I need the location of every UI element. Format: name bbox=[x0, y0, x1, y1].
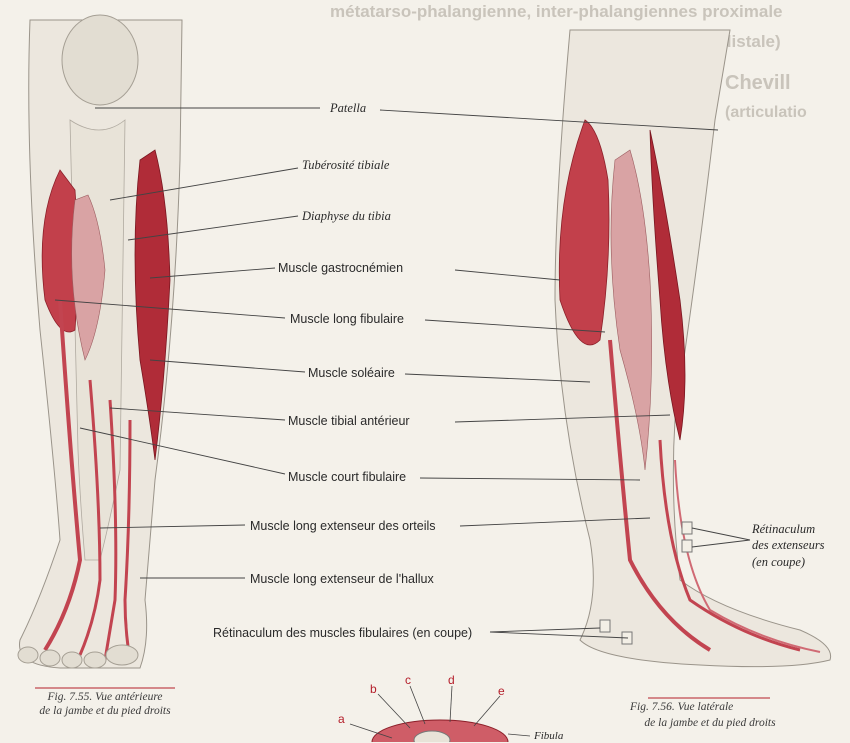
inset-key-d: d bbox=[448, 673, 455, 687]
label-tuberosite-tibiale: Tubérosité tibiale bbox=[302, 158, 389, 172]
label-fibula: Fibula bbox=[534, 729, 563, 743]
label-muscle-court-fibulaire: Muscle court fibulaire bbox=[288, 470, 406, 484]
inset-key-b: b bbox=[370, 682, 377, 696]
caption-fig-7-56-line2: de la jambe et du pied droits bbox=[630, 716, 790, 730]
label-muscle-long-extenseur-orteils: Muscle long extenseur des orteils bbox=[250, 519, 436, 533]
caption-fig-7-55-line2: de la jambe et du pied droits bbox=[30, 704, 180, 718]
label-muscle-soleaire: Muscle soléaire bbox=[308, 366, 395, 380]
label-muscle-gastrocnemien: Muscle gastrocnémien bbox=[278, 261, 403, 275]
inset-key-e: e bbox=[498, 684, 505, 698]
inset-key-a: a bbox=[338, 712, 345, 726]
label-retinaculum-extenseurs-1: Rétinaculum bbox=[752, 522, 815, 536]
label-retinaculum-extenseurs-3: (en coupe) bbox=[752, 555, 805, 569]
label-muscle-long-extenseur-hallux: Muscle long extenseur de l'hallux bbox=[250, 572, 434, 586]
caption-fig-7-55-line1: Fig. 7.55. Vue antérieure bbox=[30, 690, 180, 704]
lateral-leg bbox=[555, 30, 831, 667]
label-muscle-long-fibulaire: Muscle long fibulaire bbox=[290, 312, 404, 326]
label-muscle-tibial-anterieur: Muscle tibial antérieur bbox=[288, 414, 410, 428]
label-patella: Patella bbox=[330, 101, 366, 115]
label-diaphyse-tibia: Diaphyse du tibia bbox=[302, 209, 391, 223]
label-retinaculum-fibulaires: Rétinaculum des muscles fibulaires (en c… bbox=[213, 626, 472, 640]
label-retinaculum-extenseurs-2: des extenseurs bbox=[752, 538, 825, 552]
anterior-leg bbox=[18, 15, 182, 668]
inset-key-c: c bbox=[405, 673, 411, 687]
caption-fig-7-56-line1: Fig. 7.56. Vue latérale bbox=[630, 700, 780, 714]
